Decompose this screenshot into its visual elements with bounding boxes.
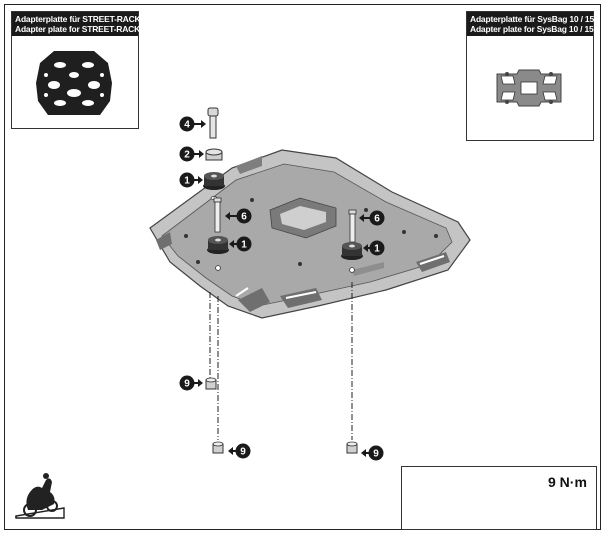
callout-1-left-label: 1 (241, 240, 247, 251)
callout-6-right-label: 6 (374, 214, 380, 225)
callout-6-right: 6 (359, 210, 385, 226)
callout-9-c-label: 9 (373, 449, 379, 460)
callout-6-left: 6 (225, 208, 252, 224)
part-1-bushing-right (341, 242, 363, 260)
callout-1-right-label: 1 (374, 244, 380, 255)
callout-9-a: 9 (179, 375, 203, 391)
inset-street-rack-title-de: Adapterplatte für STREET-RACK (15, 14, 141, 24)
callout-9-b-label: 9 (240, 447, 246, 458)
part-1-bushing-left (207, 236, 229, 254)
inset-street-rack: Adapterplatte für STREET-RACK Adapter pl… (11, 11, 141, 129)
street-rack-plate-illustration (36, 51, 112, 115)
part-9-nut-b (212, 441, 224, 454)
callout-4-label: 4 (184, 120, 190, 131)
inset-sysbag-title: Adapterplatte für SysBag 10 / 15 Adapter… (467, 12, 594, 36)
part-6-pin-right (348, 209, 357, 243)
part-9-nut-c (346, 441, 358, 454)
luggage-rack-illustration (149, 149, 471, 319)
part-9-nut-a (205, 377, 217, 390)
callout-6-left-label: 6 (241, 212, 247, 223)
diagram-frame (4, 4, 601, 530)
inset-sysbag-title-en: Adapter plate for SysBag 10 / 15 (470, 24, 594, 34)
callout-9-c: 9 (361, 445, 384, 461)
callout-9-b: 9 (228, 443, 251, 459)
callout-1-top-label: 1 (184, 176, 190, 187)
callout-2: 2 (179, 146, 204, 162)
part-1-bushing-top (203, 172, 225, 200)
callout-9-a-label: 9 (184, 379, 190, 390)
inset-sysbag: Adapterplatte für SysBag 10 / 15 Adapter… (466, 11, 594, 141)
assembly-axis-lines (209, 282, 353, 440)
torque-legend-box (401, 466, 597, 530)
sysbag-plate-illustration (496, 69, 562, 107)
callout-2-label: 2 (184, 150, 190, 161)
motorcycle-mount-pictogram (15, 473, 65, 519)
callout-4: 4 (179, 116, 206, 132)
callout-1-right: 1 (363, 240, 385, 256)
callout-1-top: 1 (179, 172, 203, 188)
torque-value: 9 N·m (548, 474, 587, 490)
part-4-bolt (207, 107, 219, 139)
inset-sysbag-title-de: Adapterplatte für SysBag 10 / 15 (470, 14, 594, 24)
inset-street-rack-title: Adapterplatte für STREET-RACK Adapter pl… (12, 12, 141, 36)
inset-street-rack-title-en: Adapter plate for STREET-RACK (15, 24, 141, 34)
callout-1-left: 1 (229, 236, 252, 252)
part-2-nut (205, 148, 223, 161)
part-6-pin-left (213, 197, 222, 233)
